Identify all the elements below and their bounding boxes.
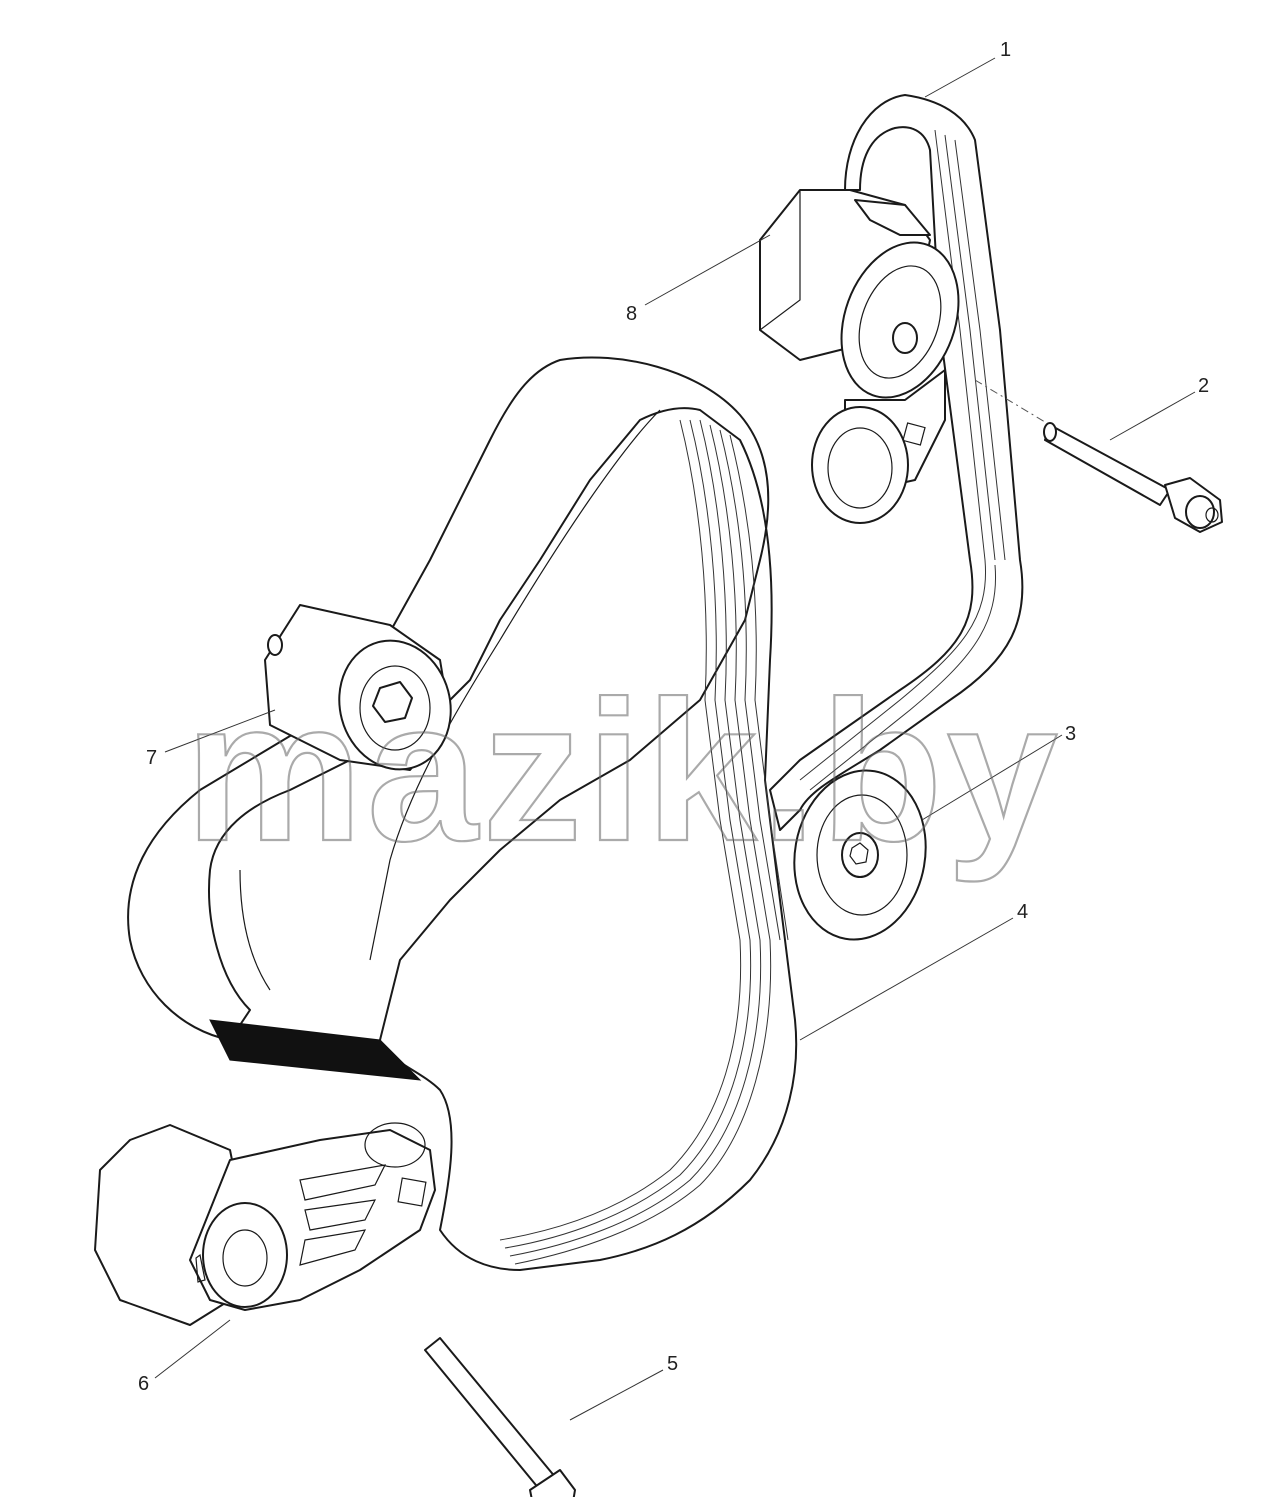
part-7-idler-pulley xyxy=(264,604,452,771)
part-8-tensioner xyxy=(759,189,960,524)
leader-8 xyxy=(644,234,771,306)
callout-4: 4 xyxy=(1017,901,1028,923)
leader-5 xyxy=(569,1369,664,1421)
leader-3 xyxy=(921,734,1063,821)
watermark: mazik.by xyxy=(185,660,1062,883)
leader-lines xyxy=(154,57,1196,1421)
callout-3: 3 xyxy=(1065,723,1076,745)
callout-2: 2 xyxy=(1198,375,1209,397)
leader-6 xyxy=(154,1319,231,1379)
leader-7 xyxy=(164,709,276,753)
part-6-tensioner xyxy=(94,1122,436,1326)
callout-6: 6 xyxy=(138,1373,149,1395)
leader-1 xyxy=(924,57,996,98)
leader-2 xyxy=(1109,391,1196,441)
part-1-belt xyxy=(769,94,1024,831)
part-2-bolt xyxy=(974,379,1223,533)
part-3-idler-pulley xyxy=(793,769,927,941)
part-5-bolt xyxy=(424,1337,576,1497)
part-4-belt xyxy=(127,356,798,1271)
callout-5: 5 xyxy=(667,1353,678,1375)
callout-labels: 1 2 3 4 5 6 7 8 xyxy=(138,39,1209,1395)
callout-8: 8 xyxy=(626,303,637,325)
callout-7: 7 xyxy=(146,747,157,769)
callout-1: 1 xyxy=(1000,39,1011,61)
leader-4 xyxy=(799,917,1014,1041)
